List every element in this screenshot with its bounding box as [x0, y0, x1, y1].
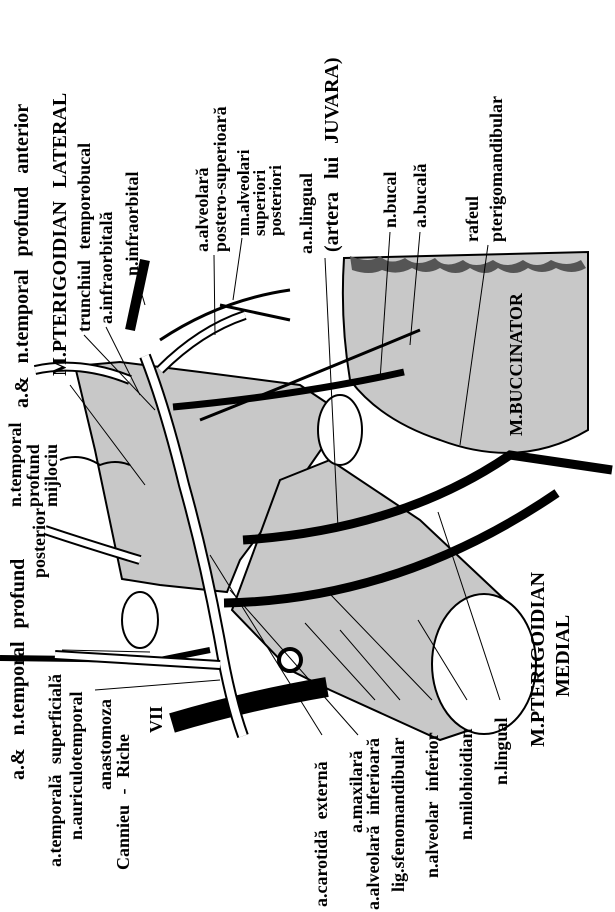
label-nn-alveolari-2: superiori	[250, 169, 269, 236]
buccal-nerve	[172, 368, 405, 411]
lingual-nerve	[242, 450, 613, 545]
deep-temporal-nerve-middle	[59, 455, 131, 467]
label-a-bucala: a.bucală	[410, 163, 430, 228]
buccal-artery	[199, 328, 421, 422]
inferior-alveolar-nerve	[223, 489, 560, 608]
label-temporal-posterior-2: posterior	[29, 508, 49, 578]
label-n-milohioidian: n.milohioidian	[456, 728, 476, 840]
infraorbital-nerve	[125, 258, 150, 332]
facial-nerve-vii	[169, 677, 329, 733]
buccinator-muscle	[341, 250, 589, 454]
label-artera-juvara: (artera lui JUVARA)	[321, 57, 343, 253]
label-lig-sfenomandibular: lig.sfenomandibular	[388, 737, 408, 892]
label-trunchiul-temporobucal: trunchiul temporobucal	[74, 142, 94, 332]
label-a-infraorbitala: a.infraorbitală	[96, 211, 116, 325]
condyle	[121, 591, 159, 649]
label-temporal-mijlociu-3: mijlociu	[41, 444, 61, 507]
posterior-superior-alveolar-nerves	[159, 288, 291, 342]
label-temporal-mijlociu-1: n.temporal	[5, 422, 25, 508]
leader-lines	[61, 231, 501, 736]
label-temporal-profund-anterior: a.& n.temporal profund anterior	[11, 103, 33, 408]
label-n-lingual: n.lingual	[491, 717, 511, 785]
label-vii: VII	[146, 705, 166, 733]
label-a-carotida-externa: a.carotidă externă	[311, 761, 331, 907]
label-n-alveolar-inferior: n.alveolar inferior	[422, 732, 442, 878]
label-anastomoza: anastomoza	[95, 699, 115, 790]
label-temporal-posterior-1: a.& n.temporal profund	[7, 558, 29, 780]
label-a-alveolara-inferioara: a.alveolară inferioară	[363, 738, 383, 910]
label-n-infraorbital: n.infraorbital	[122, 171, 142, 276]
external-carotid-artery-cut	[277, 647, 303, 673]
label-nn-alveolari-1: nn.alveolari	[234, 149, 253, 236]
medial-pterygoid-cut-end	[431, 593, 537, 735]
label-buccinator: M.BUCCINATOR	[506, 293, 526, 436]
label-cannieu-riche: Cannieu - Riche	[113, 733, 133, 870]
coronoid	[317, 394, 363, 466]
label-pterigoidian-medial-1: M.PTERIGOIDIAN	[527, 571, 549, 747]
label-nn-alveolari-3: posteriori	[266, 165, 285, 236]
label-a-n-lingual: a.n.lingual	[296, 172, 316, 254]
label-pterigomandibular: pterigomandibular	[486, 95, 506, 242]
label-temporal-mijlociu-2: profund	[23, 444, 43, 507]
buccinator-mucosa-edge	[350, 256, 586, 273]
label-n-auriculotemporal: n.auriculotemporal	[66, 691, 86, 841]
label-pterigoidian-medial-2: MEDIAL	[552, 614, 574, 697]
label-pterigoidian-lateral: M.PTERIGOIDIAN LATERAL	[49, 92, 71, 376]
label-rafeul: rafeul	[462, 196, 482, 242]
label-n-bucal: n.bucal	[380, 171, 400, 228]
label-a-alveolara-1: a.alveolară	[192, 167, 212, 252]
label-a-temporala-superficiala: a.temporală superficială	[45, 674, 65, 867]
label-a-alveolara-2: postero-superioară	[210, 106, 230, 252]
